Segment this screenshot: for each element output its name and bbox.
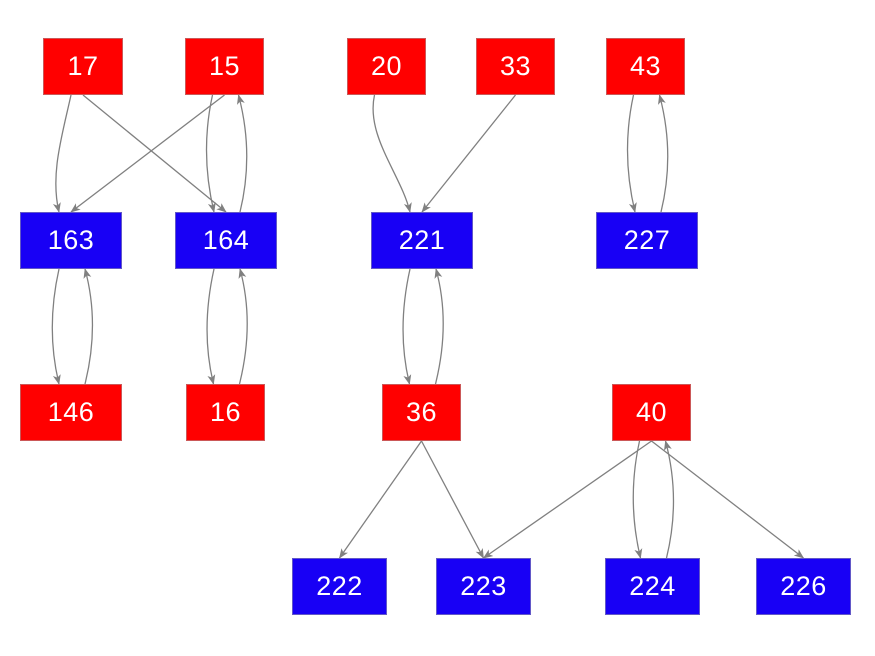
- graph-node-20[interactable]: 20: [347, 38, 426, 95]
- graph-node-label: 43: [629, 51, 662, 81]
- graph-node-146[interactable]: 146: [20, 384, 122, 441]
- graph-node-label: 227: [623, 225, 671, 255]
- graph-node-223[interactable]: 223: [436, 558, 531, 615]
- graph-node-label: 221: [398, 225, 446, 255]
- graph-node-17[interactable]: 17: [43, 38, 123, 95]
- graph-node-label: 36: [405, 397, 438, 427]
- graph-node-163[interactable]: 163: [20, 212, 122, 269]
- graph-node-label: 33: [499, 51, 532, 81]
- graph-edge-33-to-221: [421, 94, 517, 213]
- edge-group: [51, 94, 805, 559]
- graph-edge-36-to-221: [434, 268, 444, 385]
- graph-node-16[interactable]: 16: [186, 384, 265, 441]
- graph-node-label: 17: [67, 51, 99, 81]
- graph-node-label: 226: [780, 571, 827, 601]
- graph-edge-164-to-16: [206, 268, 216, 385]
- graph-node-40[interactable]: 40: [612, 384, 691, 441]
- graph-node-221[interactable]: 221: [371, 212, 473, 269]
- graph-node-36[interactable]: 36: [382, 384, 461, 441]
- graph-node-label: 224: [629, 571, 676, 601]
- graph-edge-221-to-36: [402, 268, 412, 385]
- graph-edge-40-to-223: [482, 440, 652, 559]
- graph-edge-164-to-15: [237, 94, 248, 213]
- graph-edge-16-to-164: [238, 268, 248, 385]
- graph-edge-15-to-163: [70, 94, 225, 213]
- graph-node-226[interactable]: 226: [756, 558, 851, 615]
- graph-node-15[interactable]: 15: [185, 38, 264, 95]
- graph-edge-20-to-221: [372, 94, 412, 213]
- graph-node-label: 20: [370, 51, 403, 81]
- graph-node-33[interactable]: 33: [476, 38, 555, 95]
- graph-edge-36-to-223: [420, 440, 485, 559]
- graph-edge-15-to-164: [205, 94, 216, 213]
- graph-node-label: 146: [47, 397, 95, 427]
- graph-node-222[interactable]: 222: [292, 558, 387, 615]
- graph-node-label: 164: [202, 225, 250, 255]
- graph-node-227[interactable]: 227: [596, 212, 698, 269]
- graph-edge-17-to-163: [52, 94, 72, 213]
- graph-edge-40-to-226: [651, 440, 805, 559]
- graph-node-label: 40: [635, 397, 668, 427]
- graph-edge-146-to-163: [83, 268, 94, 385]
- graph-node-label: 16: [209, 397, 242, 427]
- graph-node-43[interactable]: 43: [606, 38, 685, 95]
- graph-node-224[interactable]: 224: [605, 558, 700, 615]
- graph-node-label: 163: [47, 225, 95, 255]
- graph-edge-17-to-164: [82, 94, 227, 213]
- graph-edge-227-to-43: [658, 94, 669, 213]
- graph-node-164[interactable]: 164: [175, 212, 277, 269]
- graph-node-label: 222: [316, 571, 363, 601]
- graph-edge-40-to-224: [632, 440, 643, 559]
- graph-node-label: 15: [208, 51, 241, 81]
- graph-edge-163-to-146: [51, 268, 61, 385]
- graph-edge-43-to-227: [626, 94, 637, 213]
- graph-edge-224-to-40: [664, 440, 675, 559]
- graph-edge-36-to-222: [338, 440, 423, 559]
- graph-node-label: 223: [460, 571, 507, 601]
